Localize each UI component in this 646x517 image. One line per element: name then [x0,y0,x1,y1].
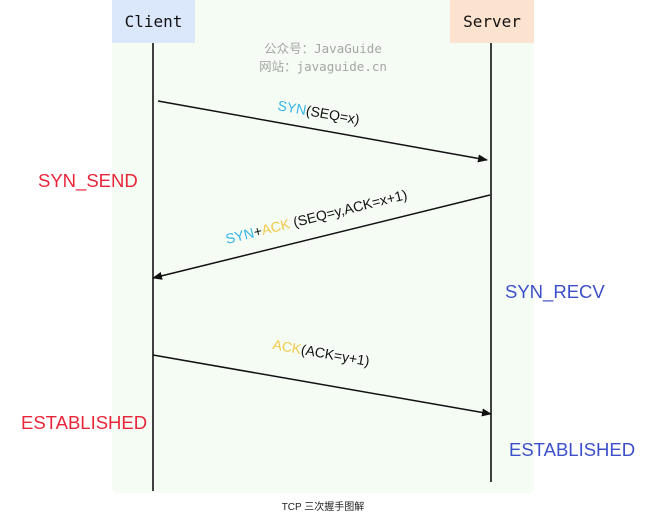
server-state-established: ESTABLISHED [509,439,636,460]
msg-syn-ack-params: (SEQ=y,ACK=x+1) [288,186,409,231]
diagram-panel [112,0,534,493]
figure-caption: TCP 三次握手图解 [281,502,365,513]
watermark-line-2: 网站：javaguide.cn [259,59,387,74]
client-state-syn-send: SYN_SEND [38,170,138,191]
msg-syn-ack-plus: + [252,222,264,240]
msg-syn-params: (SEQ=x) [305,102,361,127]
msg-ack-flag: ACK [271,336,303,357]
arrow-syn [157,100,488,163]
msg-ack-label: ACK(ACK=y+1) [271,336,370,369]
watermark-line-1: 公众号：JavaGuide [264,41,382,56]
arrow-syn-ack [152,194,491,280]
msg-syn-ack-syn-flag: SYN [224,224,256,246]
server-header: Server [450,0,534,43]
msg-syn-flag: SYN [276,97,307,118]
client-state-established: ESTABLISHED [21,412,148,433]
client-header: Client [112,0,195,43]
msg-syn-label: SYN(SEQ=x) [276,97,360,127]
msg-syn-ack-ack-flag: ACK [260,215,292,238]
msg-ack-params: (ACK=y+1) [300,341,371,369]
server-state-syn-recv: SYN_RECV [505,281,605,302]
arrow-ack [152,354,492,417]
